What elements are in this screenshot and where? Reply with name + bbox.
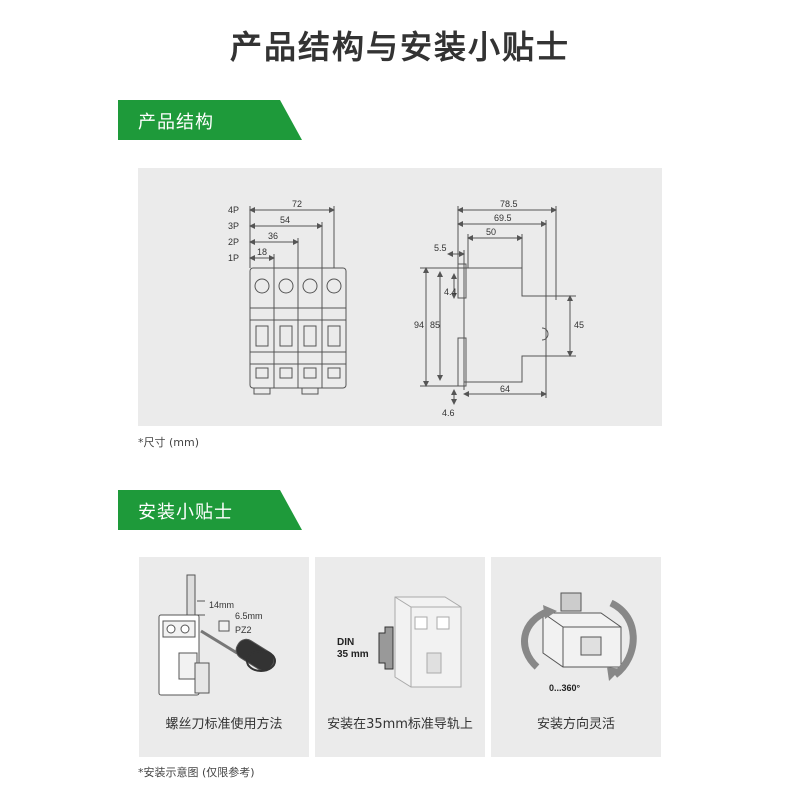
section-tag-structure-label: 产品结构 <box>138 112 214 133</box>
tip-card-din-rail: DIN 35 mm 安装在35mm标准导轨上 <box>315 557 485 757</box>
width-36: 36 <box>268 231 278 241</box>
section-tag-tips-label: 安装小贴士 <box>138 502 233 523</box>
section-tag-tips: 安装小贴士 <box>118 490 302 530</box>
section-tag-structure: 产品结构 <box>118 100 302 140</box>
dimension-unit-note: *尺寸 (mm) <box>138 436 200 449</box>
din-35mm-label: 35 mm <box>337 649 369 660</box>
tip-caption-orientation: 安装方向灵活 <box>536 717 615 732</box>
front-view <box>249 206 347 395</box>
dim-5-5: 5.5 <box>434 243 447 253</box>
dim-94: 94 <box>414 320 424 330</box>
dim-78-5: 78.5 <box>500 199 518 209</box>
width-18: 18 <box>257 247 267 257</box>
dim-85: 85 <box>430 320 440 330</box>
width-72: 72 <box>292 199 302 209</box>
dim-45: 45 <box>574 320 584 330</box>
width-54: 54 <box>280 215 290 225</box>
install-diagram-note: *安装示意图 (仅限参考) <box>138 766 255 779</box>
screwdriver-illustration: 14mm 6.5mm PZ2 <box>158 574 276 696</box>
page-title: 产品结构与安装小贴士 <box>229 28 570 66</box>
pole-label-3p: 3P <box>228 221 239 231</box>
dimension-drawing-panel: 4P 3P 2P 1P 72 54 36 18 <box>138 168 662 426</box>
tip-card-screwdriver: 14mm 6.5mm PZ2 螺丝刀标准使用方法 <box>139 557 309 757</box>
dim-14mm: 14mm <box>209 600 234 610</box>
side-view-labels: 78.5 69.5 50 5.5 4.4 94 85 45 64 4.6 <box>414 199 584 418</box>
front-view-labels: 4P 3P 2P 1P 72 54 36 18 <box>228 199 302 263</box>
dimension-drawing: 4P 3P 2P 1P 72 54 36 18 <box>228 199 584 418</box>
pole-label-1p: 1P <box>228 253 239 263</box>
tool-pz2: PZ2 <box>235 625 252 635</box>
tip-card-orientation: 0...360° 安装方向灵活 <box>491 557 661 757</box>
dim-4-6: 4.6 <box>442 408 455 418</box>
din-rail-illustration: DIN 35 mm <box>337 596 462 688</box>
dim-6-5mm: 6.5mm <box>235 611 263 621</box>
dim-64: 64 <box>500 384 510 394</box>
dim-50: 50 <box>486 227 496 237</box>
tip-caption-din-rail: 安装在35mm标准导轨上 <box>327 717 473 732</box>
pole-label-4p: 4P <box>228 205 239 215</box>
tip-caption-screwdriver: 螺丝刀标准使用方法 <box>165 717 283 732</box>
section-tag-bg <box>118 490 302 530</box>
orientation-illustration: 0...360° <box>521 592 637 693</box>
section-tag-bg <box>118 100 302 140</box>
dim-69-5: 69.5 <box>494 213 512 223</box>
side-view <box>420 206 576 405</box>
din-label: DIN <box>337 637 354 648</box>
dim-4-4: 4.4 <box>444 287 457 297</box>
angle-label: 0...360° <box>549 683 581 693</box>
pole-label-2p: 2P <box>228 237 239 247</box>
